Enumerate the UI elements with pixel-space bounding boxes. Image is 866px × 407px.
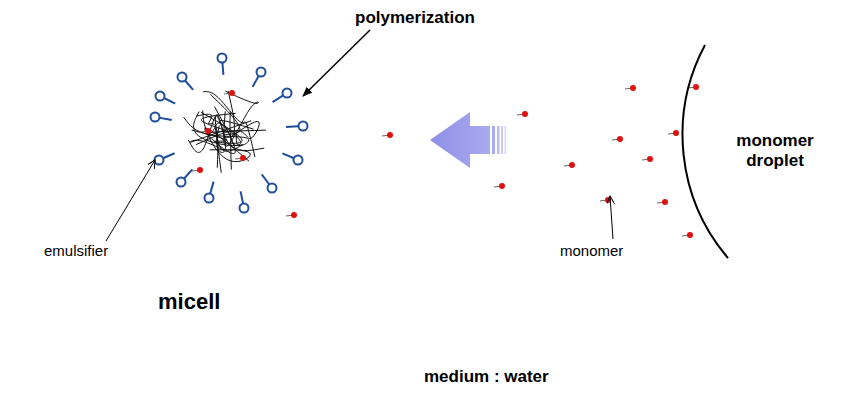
monomer-dot bbox=[224, 90, 235, 96]
polymer-chain bbox=[206, 123, 266, 134]
monomer-dot bbox=[612, 136, 623, 142]
process-label: polymerization bbox=[355, 8, 475, 28]
emulsifier-molecules bbox=[151, 54, 308, 213]
polymer-chain bbox=[203, 92, 255, 157]
emulsifier-molecule bbox=[151, 113, 172, 122]
emulsifier-label: emulsifier bbox=[44, 242, 108, 260]
monomer-droplet-boundary bbox=[683, 45, 728, 258]
micelle-label: micell bbox=[158, 289, 220, 315]
monomer-dot bbox=[625, 85, 636, 91]
emulsifier-molecule bbox=[156, 92, 176, 104]
emulsifier-leader bbox=[106, 160, 155, 241]
emulsifier-molecule bbox=[262, 174, 277, 192]
monomer-dot bbox=[494, 183, 505, 189]
monomer-dot bbox=[235, 155, 246, 161]
monomer-dot bbox=[200, 128, 211, 134]
monomer-dot bbox=[517, 111, 528, 117]
polymerization-arrow bbox=[303, 30, 370, 96]
monomer-dots bbox=[192, 84, 699, 238]
monomer-dot bbox=[668, 130, 679, 136]
medium-label: medium : water bbox=[424, 367, 549, 387]
monomer-dot bbox=[192, 167, 203, 173]
emulsifier-molecule bbox=[273, 89, 292, 103]
monomer-dot bbox=[382, 132, 393, 138]
emulsifier-molecule bbox=[155, 153, 175, 164]
polymer-chain bbox=[188, 115, 264, 153]
monomer-dot bbox=[682, 232, 693, 238]
monomer-dot bbox=[642, 156, 653, 162]
diffusion-arrow bbox=[430, 112, 506, 168]
emulsifier-molecule bbox=[282, 153, 302, 164]
droplet-label: monomer droplet bbox=[722, 131, 828, 172]
emulsifier-molecule bbox=[218, 54, 227, 75]
emulsifier-molecule bbox=[205, 182, 214, 203]
emulsifier-molecule bbox=[178, 73, 194, 90]
monomer-dot bbox=[600, 197, 611, 203]
emulsifier-molecule bbox=[286, 122, 307, 131]
monomer-dot bbox=[564, 162, 575, 168]
polymer-chain bbox=[194, 112, 254, 146]
emulsifier-molecule bbox=[253, 68, 266, 87]
monomer-label: monomer bbox=[560, 242, 623, 260]
monomer-leader bbox=[610, 196, 613, 239]
monomer-dot bbox=[657, 199, 668, 205]
emulsifier-molecule bbox=[240, 191, 249, 212]
polymer-chain bbox=[224, 91, 259, 146]
polymer-chain bbox=[184, 117, 249, 146]
monomer-dot bbox=[286, 212, 297, 218]
polymer-chains bbox=[184, 91, 266, 173]
emulsifier-molecule bbox=[177, 169, 193, 186]
